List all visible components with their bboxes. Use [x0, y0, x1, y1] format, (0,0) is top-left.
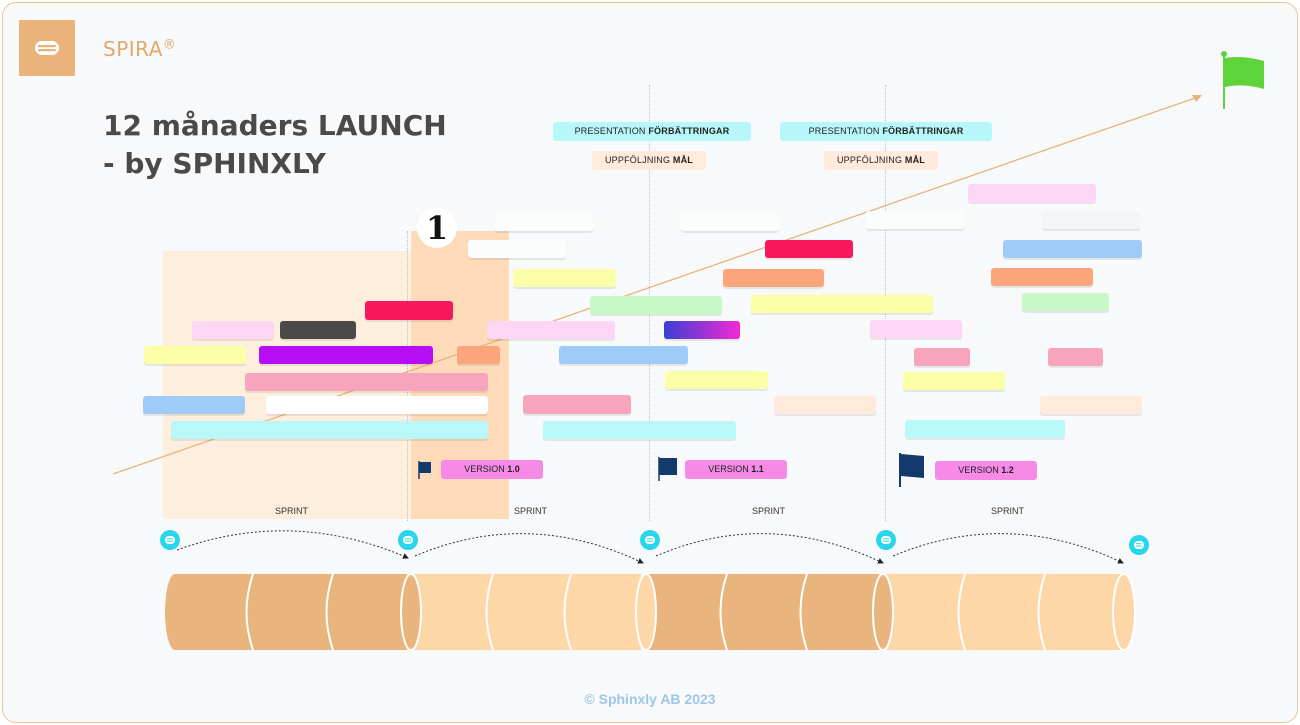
task-bar: [905, 420, 1065, 438]
flag-icon: [418, 461, 431, 479]
version-flags: [418, 51, 1264, 487]
task-bar: [1003, 240, 1142, 258]
sprint-label: SPRINT: [752, 506, 786, 516]
sprint-node-icon: [640, 530, 660, 550]
task-bar: [903, 372, 1005, 390]
task-bar: [192, 321, 274, 339]
task-bar: [171, 421, 488, 439]
task-bar: [143, 396, 245, 414]
task-bar: [664, 321, 740, 339]
sprint-label: SPRINT: [275, 506, 309, 516]
task-presentation: PRESENTATION FÖRBÄTTRINGAR: [780, 122, 992, 141]
sprint-label: SPRINT: [514, 506, 548, 516]
page-title: 12 månaders LAUNCH - by SPHINXLY: [103, 107, 447, 183]
flag-icon: [899, 453, 924, 487]
version-label: VERSION 1.1: [685, 460, 787, 479]
task-bar: [457, 346, 500, 364]
s-logo-icon: [35, 41, 59, 55]
task-bar: [144, 346, 246, 364]
sprint-node-icon: [160, 530, 180, 550]
task-bar: [543, 421, 736, 439]
task-bar: [723, 269, 824, 287]
task-bar: [280, 321, 356, 339]
task-followup: UPPFÖLJNING MÅL: [824, 151, 938, 170]
sprint-node-icon: [1129, 535, 1149, 555]
task-bar: [487, 321, 615, 339]
task-bar: [1048, 348, 1103, 366]
task-bar: [681, 213, 779, 231]
task-bar: [523, 395, 631, 414]
task-bar: [968, 184, 1096, 202]
sphinxly-logo: [19, 20, 75, 76]
brand-name: SPIRA®: [103, 37, 177, 61]
task-bar: [495, 213, 593, 231]
task-bar: [1040, 396, 1142, 414]
version-label: VERSION 1.0: [441, 460, 543, 479]
task-bar: [559, 346, 688, 364]
task-bar: [365, 301, 453, 320]
task-bar: [245, 373, 488, 391]
task-presentation: PRESENTATION FÖRBÄTTRINGAR: [553, 122, 751, 141]
task-bar: [665, 371, 768, 389]
title-line-1: 12 månaders LAUNCH: [103, 109, 447, 142]
task-bar: [590, 296, 722, 314]
task-bar: [1042, 211, 1140, 229]
task-bar: [991, 268, 1093, 286]
flag-icon: [658, 457, 677, 481]
task-bar: [468, 240, 566, 258]
version-label: VERSION 1.2: [935, 461, 1037, 480]
sprint-node-icon: [876, 530, 896, 550]
copyright-footer: © Sphinxly AB 2023: [584, 691, 716, 707]
task-bar: [866, 211, 964, 229]
task-followup: UPPFÖLJNING MÅL: [592, 151, 706, 170]
task-bar: [765, 240, 853, 258]
task-bar: [513, 269, 616, 287]
sprint-label: SPRINT: [991, 506, 1025, 516]
title-line-2: - by SPHINXLY: [103, 147, 326, 180]
task-bar: [1022, 293, 1109, 311]
task-bar: [259, 346, 433, 364]
sprint-node-icon: [398, 530, 418, 550]
milestone-number-badge: 1: [417, 208, 457, 248]
timeline-cylinder: [165, 573, 1136, 651]
task-bar: [751, 295, 933, 313]
sprint-cycle-arrows: [176, 530, 1124, 564]
task-bar: [870, 320, 962, 338]
task-bar: [914, 348, 970, 366]
goal-flag-icon: [1221, 51, 1264, 109]
task-bar: [266, 396, 488, 414]
task-bar: [774, 396, 876, 414]
